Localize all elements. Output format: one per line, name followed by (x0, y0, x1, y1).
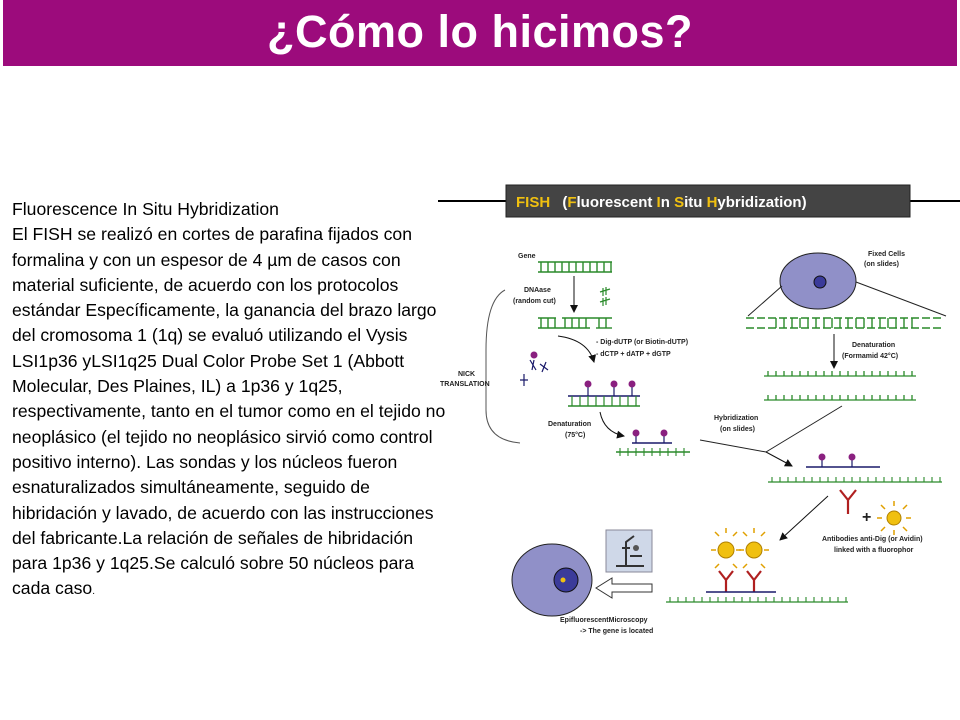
banner-box (505, 184, 911, 218)
fluorescent-signal (560, 577, 566, 583)
fixed-cell-nucleus (813, 275, 827, 289)
body-text: Fluorescence In Situ Hybridization El FI… (12, 197, 448, 605)
slide-title: ¿Cómo lo hicimos? (3, 0, 957, 66)
arrow-hybridization (765, 451, 793, 467)
label-epifluorescent: EpifluorescentMicroscopy (560, 617, 648, 624)
banner-title: FISH (Fluorescent In Situ Hybridization) (516, 194, 807, 211)
label-75c: (75°C) (565, 431, 585, 439)
label-plus: + (862, 509, 871, 526)
label-antibodies: Antibodies anti-Dig (or Avidin) (822, 536, 923, 543)
arrow-to-labeling (557, 335, 597, 363)
label-translation: TRANSLATION (440, 381, 490, 388)
arrow-detection (779, 495, 829, 541)
arrow-denaturation-75 (599, 411, 625, 439)
label-random-cut: (random cut) (513, 298, 556, 305)
label-denaturation-formamid: Denaturation (852, 342, 895, 349)
result-cell (511, 543, 593, 617)
free-nucleotides (520, 351, 549, 386)
body-paragraph: El FISH se realizó en cortes de parafina… (12, 224, 446, 599)
label-fixed-cells: Fixed Cells (868, 251, 905, 258)
label-on-slides: (on slides) (864, 261, 899, 268)
fish-diagram: FISH (Fluorescent In Situ Hybridization)… (438, 184, 960, 635)
section-heading: Fluorescence In Situ Hybridization (12, 199, 279, 219)
label-dig-dutp: - Dig-dUTP (or Biotin-dUTP) (596, 339, 688, 346)
label-nick: NICK (458, 371, 475, 378)
label-denaturation-75: Denaturation (548, 421, 591, 428)
antibody-icon (839, 489, 857, 514)
chromosome-dna (746, 317, 944, 329)
label-gene-located: -> The gene is located (580, 628, 653, 635)
label-gene: Gene (518, 253, 536, 260)
hyb-line-left (699, 439, 767, 453)
fluorophore-icon (877, 501, 911, 535)
label-linked: linked with a fluorophor (834, 547, 914, 554)
hyb-line-right (765, 405, 843, 453)
denatured-dna (764, 371, 916, 401)
arrow-to-result (595, 577, 653, 599)
cut-fragment (599, 287, 611, 306)
hybridized-dna (768, 453, 942, 483)
labeled-dna (568, 380, 640, 407)
label-hybridization: Hybridization (714, 415, 758, 422)
result-nucleus (553, 567, 579, 593)
microscope-icon (605, 529, 653, 573)
zoom-line-right (855, 281, 947, 317)
gene-dna (538, 261, 612, 273)
nicked-dna (538, 317, 612, 329)
label-dctp: - dCTP + dATP + dGTP (596, 351, 671, 358)
nick-bracket (485, 289, 521, 444)
label-hyb-on-slides: (on slides) (720, 426, 755, 433)
single-probe (616, 429, 690, 456)
label-formamid: (Formamid 42°C) (842, 352, 898, 360)
zoom-line-left (747, 285, 783, 317)
detected-probe (666, 528, 848, 603)
label-dnaase: DNAase (524, 287, 551, 294)
